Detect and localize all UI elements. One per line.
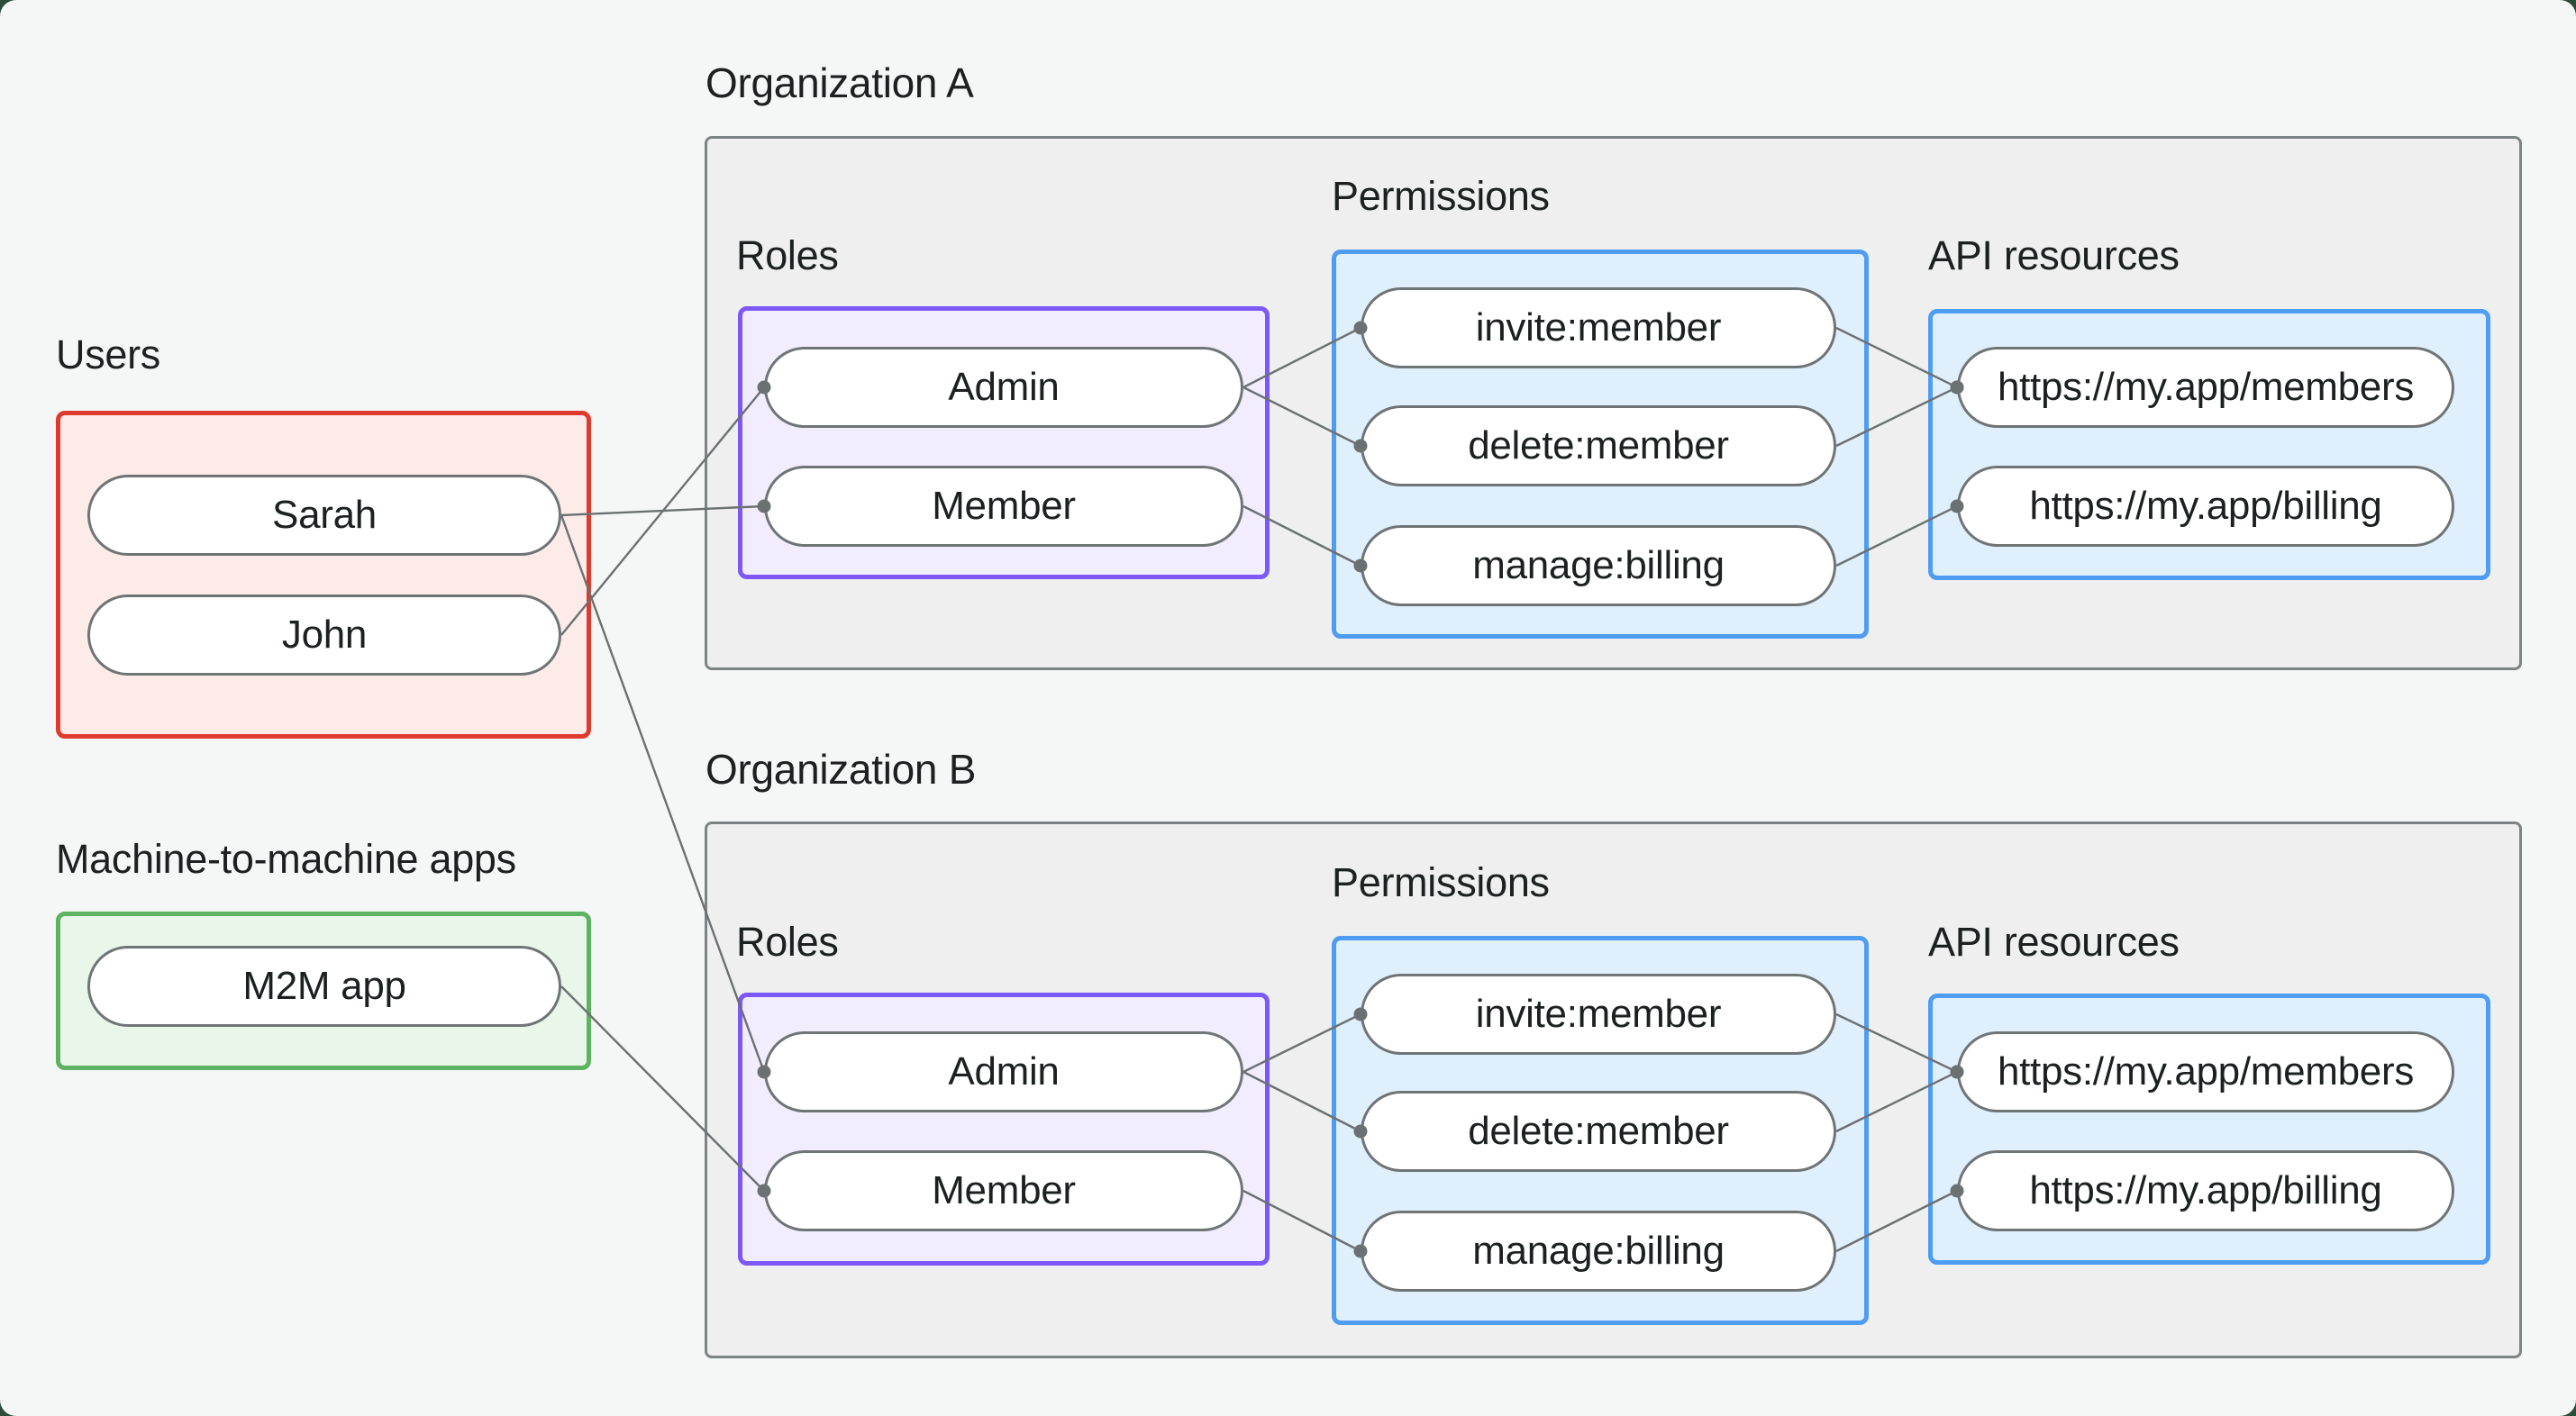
edge-john-to-adminA: [560, 386, 765, 636]
org-a-api-label: API resources: [1928, 232, 2180, 278]
node-org-b-role-admin: Admin: [764, 1031, 1243, 1112]
node-org-b-api-billing: https://my.app/billing: [1957, 1150, 2454, 1231]
org-b-roles-label: Roles: [736, 919, 839, 965]
edge-inviteB-to-membersB: [1835, 1012, 1958, 1074]
node-org-a-api-members: https://my.app/members: [1957, 347, 2454, 428]
node-org-b-permission-manage-billing: manage:billing: [1361, 1211, 1836, 1292]
m2m-group-label: Machine-to-machine apps: [56, 836, 516, 882]
edge-memberA-to-manageA: [1242, 504, 1361, 567]
edge-adminB-to-inviteB: [1242, 1012, 1361, 1074]
edge-manageA-to-billingA: [1835, 504, 1958, 567]
node-m2m-app: M2M app: [87, 946, 561, 1027]
org-b-title: Organization B: [705, 746, 977, 793]
node-org-a-api-billing: https://my.app/billing: [1957, 466, 2454, 547]
edge-adminA-to-deleteA: [1242, 386, 1361, 448]
node-org-a-role-admin: Admin: [764, 347, 1243, 428]
org-b-permissions-label: Permissions: [1332, 859, 1550, 905]
edge-deleteA-to-membersA: [1835, 386, 1958, 448]
org-a-roles-label: Roles: [736, 232, 839, 278]
node-org-b-permission-invite-member: invite:member: [1361, 974, 1836, 1055]
node-org-a-permission-manage-billing: manage:billing: [1361, 525, 1836, 606]
org-a-permissions-label: Permissions: [1332, 173, 1550, 219]
edge-memberB-to-manageB: [1242, 1189, 1361, 1253]
node-org-a-role-member: Member: [764, 466, 1243, 547]
edge-manageB-to-billingB: [1835, 1189, 1958, 1253]
users-group-label: Users: [56, 331, 161, 377]
node-org-b-api-members: https://my.app/members: [1957, 1031, 2454, 1112]
node-org-a-permission-delete-member: delete:member: [1361, 405, 1836, 486]
users-group-box: [56, 411, 591, 739]
edge-deleteB-to-membersB: [1835, 1070, 1958, 1133]
edge-adminB-to-deleteB: [1242, 1070, 1361, 1133]
org-a-title: Organization A: [705, 59, 974, 106]
edge-m2m_app-to-memberB: [560, 985, 765, 1192]
edge-adminA-to-inviteA: [1242, 326, 1361, 389]
node-org-b-permission-delete-member: delete:member: [1361, 1091, 1836, 1172]
node-user-sarah: Sarah: [87, 475, 561, 556]
node-org-b-role-member: Member: [764, 1150, 1243, 1231]
node-org-a-permission-invite-member: invite:member: [1361, 287, 1836, 368]
edge-inviteA-to-membersA: [1835, 326, 1958, 389]
node-user-john: John: [87, 595, 561, 676]
edge-sarah-to-adminB: [560, 514, 766, 1073]
org-b-api-label: API resources: [1928, 919, 2180, 965]
